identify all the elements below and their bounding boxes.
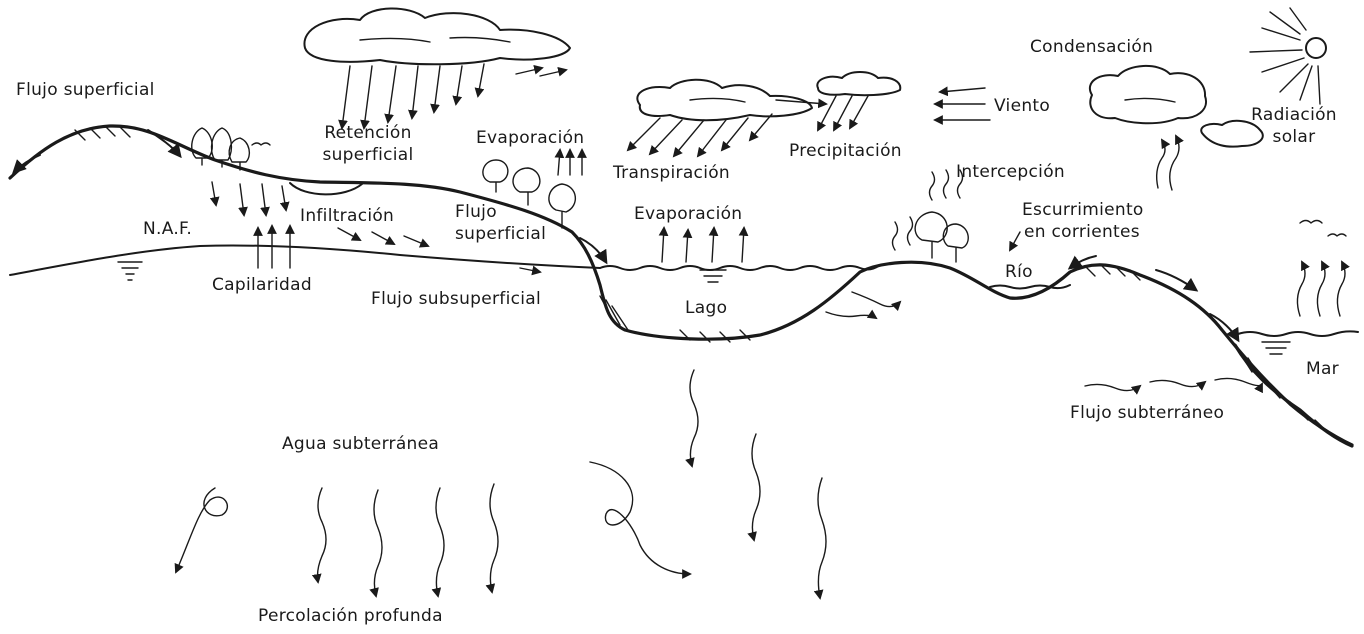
label-radiacion-solar: Radiación solar <box>1251 104 1337 148</box>
label-naf: N.A.F. <box>143 218 192 240</box>
precipitation-arrows <box>342 64 566 128</box>
label-escurrimiento: Escurrimiento en corrientes <box>1022 199 1144 243</box>
label-flujo-superficial-mid: Flujo superficial <box>455 201 546 245</box>
cloud-icon <box>817 72 900 95</box>
lake-surface <box>600 265 880 270</box>
label-rio: Río <box>1005 261 1033 283</box>
wind-arrows <box>935 88 990 120</box>
cloud-icon <box>637 80 812 121</box>
label-retencion-line2: superficial <box>322 144 413 166</box>
label-radiacion-line2: solar <box>1251 126 1337 148</box>
label-flujo-mid-line2: superficial <box>455 223 546 245</box>
label-capilaridad: Capilaridad <box>212 274 312 296</box>
label-viento: Viento <box>994 95 1050 117</box>
river-surface <box>990 285 1070 289</box>
label-lago: Lago <box>685 297 727 319</box>
label-transpiracion: Transpiración <box>613 162 730 184</box>
label-evaporacion-upper: Evaporación <box>476 127 584 149</box>
label-agua-subterranea: Agua subterránea <box>282 433 439 455</box>
label-flujo-superficial-left: Flujo superficial <box>16 79 155 101</box>
water-table-line <box>10 245 600 275</box>
label-infiltracion: Infiltración <box>300 205 394 227</box>
label-flujo-mid-line1: Flujo <box>455 201 546 223</box>
label-radiacion-line1: Radiación <box>1251 104 1337 126</box>
label-evaporacion-lake: Evaporación <box>634 203 742 225</box>
sea-surface <box>1238 331 1358 336</box>
label-retencion-superficial: Retención superficial <box>322 122 413 166</box>
sun-icon <box>1250 8 1326 104</box>
label-percolacion-profunda: Percolación profunda <box>258 605 443 627</box>
label-flujo-subsuperficial: Flujo subsuperficial <box>371 288 541 310</box>
label-condensacion: Condensación <box>1030 36 1153 58</box>
label-precipitacion: Precipitación <box>789 140 902 162</box>
cloud-icon <box>1090 66 1206 123</box>
label-mar: Mar <box>1306 358 1339 380</box>
percolation-arrows <box>176 370 826 598</box>
label-escurrimiento-line2: en corrientes <box>1022 221 1144 243</box>
label-flujo-subterraneo: Flujo subterráneo <box>1070 402 1224 424</box>
label-escurrimiento-line1: Escurrimiento <box>1022 199 1144 221</box>
label-retencion-line1: Retención <box>322 122 413 144</box>
cloud-icon <box>304 8 570 64</box>
label-intercepcion: Intercepción <box>956 161 1065 183</box>
